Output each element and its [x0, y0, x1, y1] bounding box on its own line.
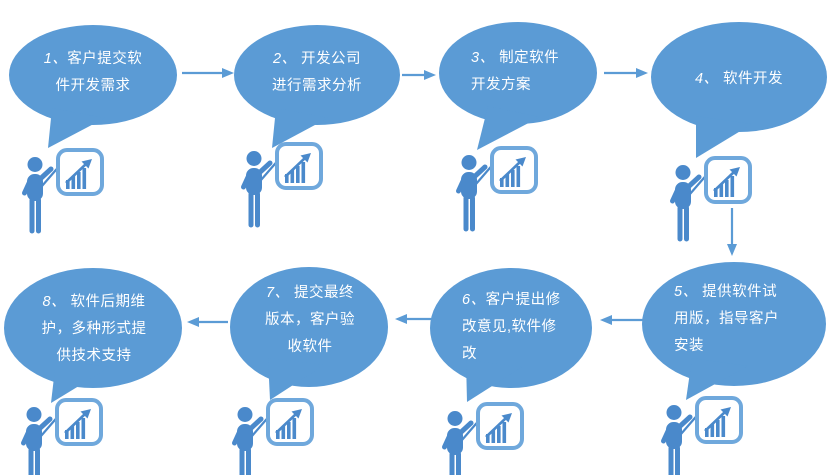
- presenter-icon-6: [445, 404, 523, 475]
- arrow-3-to-4: [604, 68, 648, 78]
- speech-bubble-1: [9, 25, 177, 148]
- presenter-icon-3: [459, 148, 537, 229]
- arrow-4-to-5: [727, 208, 737, 256]
- presenter-icon-1: [25, 150, 103, 231]
- presenter-icon-8: [24, 400, 102, 475]
- arrow-1-to-2: [182, 68, 234, 78]
- presenter-icon-4: [673, 158, 751, 239]
- speech-bubble-5: [642, 262, 826, 400]
- arrow-7-to-8: [187, 317, 228, 327]
- speech-bubble-2: [234, 25, 400, 148]
- presenter-icon-2: [244, 144, 322, 225]
- speech-bubble-6: [430, 268, 592, 402]
- arrow-6-to-7: [395, 314, 432, 324]
- speech-bubble-4: [651, 22, 827, 158]
- presenter-icon-7: [235, 400, 313, 475]
- presenter-icon-5: [664, 398, 742, 475]
- speech-bubble-3: [439, 22, 597, 150]
- arrow-5-to-6: [600, 315, 648, 325]
- speech-bubble-8: [4, 268, 182, 403]
- speech-bubble-7: [230, 267, 388, 400]
- arrow-2-to-3: [402, 70, 436, 80]
